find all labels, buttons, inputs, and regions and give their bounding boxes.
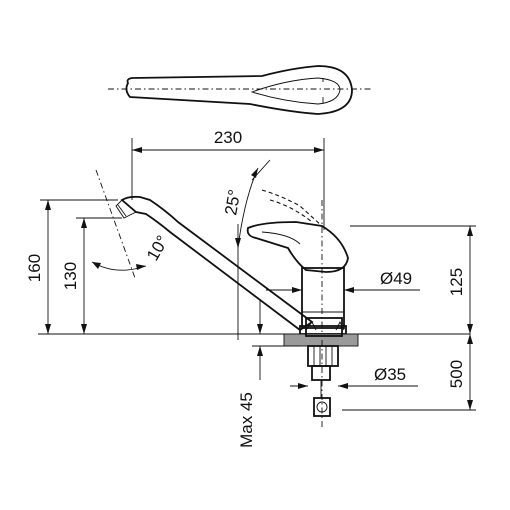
mount-diameter-dimension: Ø35 — [290, 365, 418, 389]
reach-dimension: 230 — [131, 128, 325, 230]
spout-angle-label: 10° — [143, 232, 172, 264]
mount-diameter-label: Ø35 — [374, 365, 406, 384]
body-height-label: 125 — [447, 268, 466, 296]
mounting-assembly — [283, 317, 359, 430]
height-125-dimension: 125 — [350, 225, 476, 334]
total-height-label: 160 — [25, 254, 44, 282]
height-130-dimension: 130 — [61, 217, 122, 334]
max-thickness-dimension: Max 45 — [237, 300, 300, 448]
spout — [95, 169, 314, 332]
faucet-body — [246, 189, 349, 340]
lever-angle-label: 25° — [221, 188, 244, 217]
body-diameter-dimension: Ø49 — [266, 269, 420, 293]
lever-angle: 25° — [221, 159, 271, 340]
body-diameter-label: Ø49 — [380, 269, 412, 288]
spout-angle: 10° — [91, 232, 172, 271]
reach-label: 230 — [214, 128, 242, 147]
handle-top-view — [108, 65, 372, 115]
max-thickness-label: Max 45 — [237, 392, 256, 448]
hose-length-label: 500 — [447, 360, 466, 388]
spout-height-label: 130 — [61, 262, 80, 290]
hose-length-dimension: 500 — [342, 334, 476, 411]
height-160-dimension: 160 — [25, 199, 118, 334]
